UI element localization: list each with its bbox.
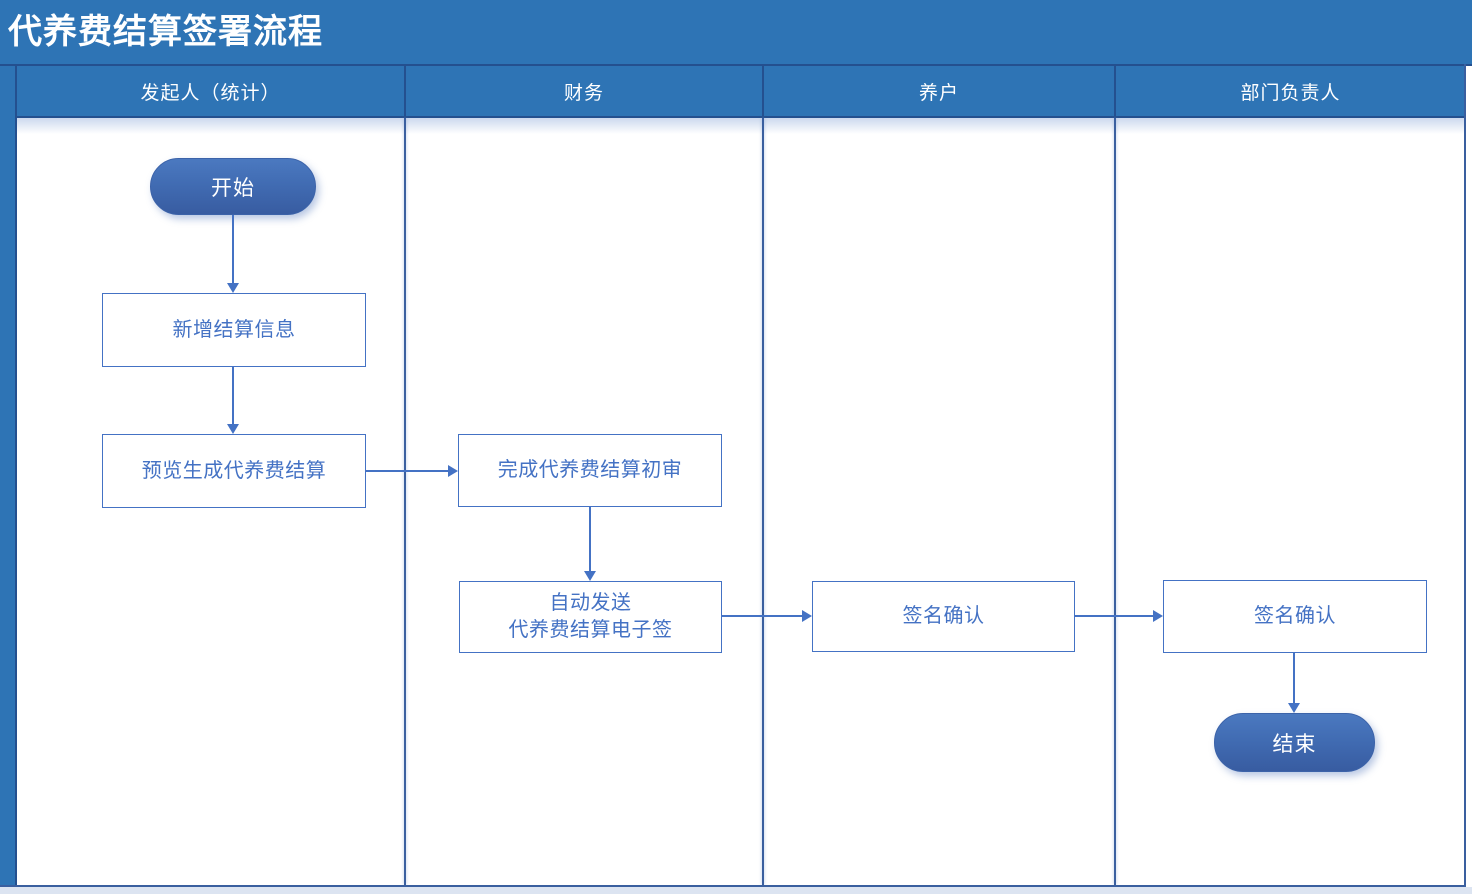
title-bar: 代养费结算签署流程 [0,0,1472,66]
node-complete-first-review: 完成代养费结算初审 [458,434,722,507]
arrowhead-down-icon [227,283,239,293]
lane-header-shadow [17,118,1465,134]
node-end: 结束 [1214,713,1375,772]
node-farmer-sign-confirm: 签名确认 [812,581,1075,652]
arrowhead-down-icon [227,424,239,434]
arrowhead-right-icon [448,465,458,477]
diagram-right-border [1464,64,1466,887]
lane-header-finance: 财务 [404,66,762,118]
lane-header-farmer: 养户 [762,66,1114,118]
lane-divider [404,118,406,885]
node-add-settlement-info: 新增结算信息 [102,293,366,367]
page-title: 代养费结算签署流程 [8,13,323,51]
lane-header-label: 发起人（统计） [140,82,281,104]
lane-divider [762,118,764,885]
arrow-line [1075,615,1153,617]
node-preview-generate-settlement: 预览生成代养费结算 [102,434,366,508]
lane-divider [1114,118,1116,885]
arrow-line [366,470,448,472]
arrow-line [589,507,591,571]
lane-header-label: 部门负责人 [1240,82,1341,104]
arrow-line [1293,653,1295,703]
lane-header-label: 养户 [918,82,959,104]
lane-header-label: 财务 [563,82,604,104]
node-department-sign-confirm: 签名确认 [1163,580,1427,653]
bottom-strip [0,887,1472,894]
arrow-line [722,615,802,617]
node-auto-send-esign: 自动发送 代养费结算电子签 [459,581,722,653]
lane-header-department: 部门负责人 [1114,66,1465,118]
arrow-line [232,215,234,283]
arrowhead-down-icon [1288,703,1300,713]
arrowhead-down-icon [584,571,596,581]
arrowhead-right-icon [1153,610,1163,622]
lane-header-initiator: 发起人（统计） [17,66,404,118]
left-strip [0,66,17,885]
arrow-line [232,367,234,424]
diagram-bottom-border [0,885,1466,887]
node-start: 开始 [150,158,316,215]
arrowhead-right-icon [802,610,812,622]
